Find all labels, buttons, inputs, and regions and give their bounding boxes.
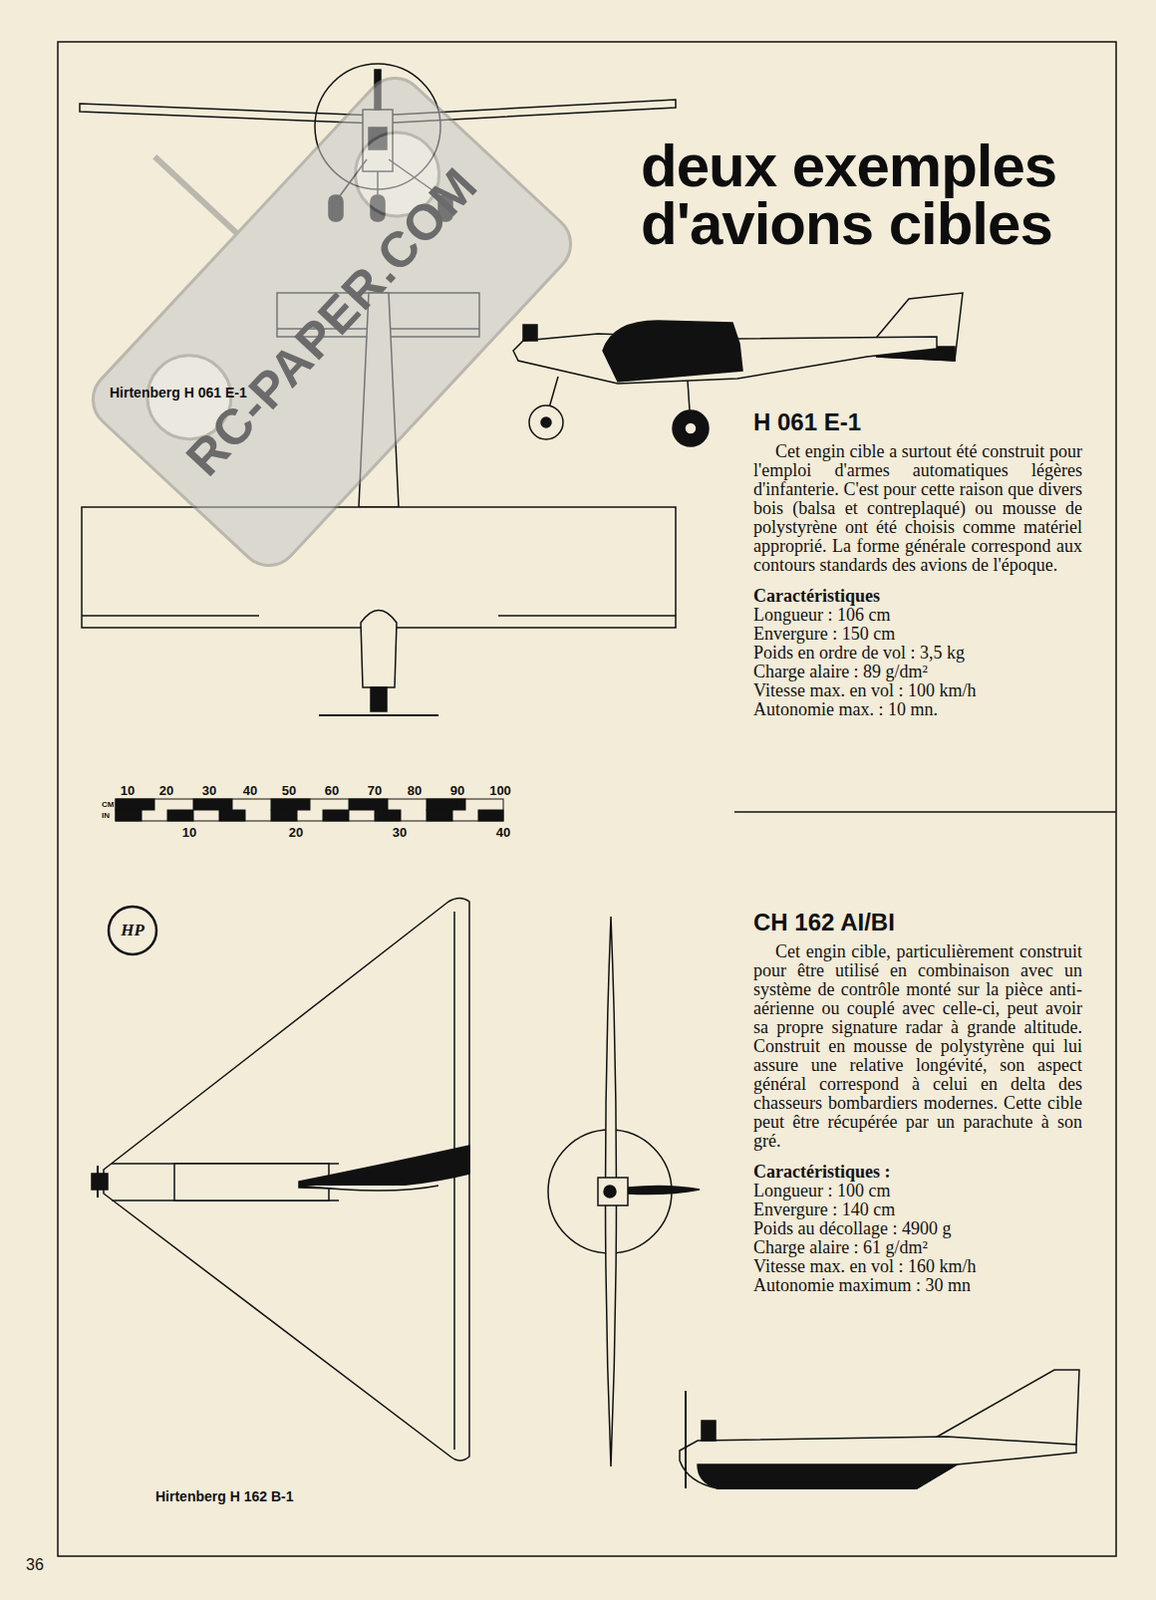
- scale-number: 80: [407, 783, 422, 799]
- spec-line: Autonomie max. : 10 mn.: [753, 700, 1083, 720]
- scale-number: 40: [496, 825, 511, 841]
- spec-line: Longueur : 106 cm: [753, 605, 1083, 625]
- scale-number: 30: [202, 783, 217, 799]
- watermark-stamp: [0, 0, 583, 578]
- spec-line: Poids en ordre de vol : 3,5 kg: [753, 643, 1083, 663]
- text-column: CH 162 AI/BI Cet engin cible, particulièr…: [753, 908, 1083, 1296]
- spec-line: Poids au décollage : 4900 g: [753, 1219, 1083, 1239]
- text-column: H 061 E-1Cet engin cible a surtout été c…: [753, 408, 1083, 720]
- section-heading: CH 162 AI/BI: [753, 908, 1083, 937]
- delta-top-view: [91, 898, 470, 1462]
- scale-number: 40: [243, 783, 258, 799]
- scale-number: 20: [159, 783, 174, 799]
- scale-number: 10: [182, 825, 197, 841]
- scale-number: 50: [282, 783, 296, 799]
- divider: [734, 811, 1117, 813]
- spec-line: Envergure : 140 cm: [753, 1200, 1083, 1220]
- scale-number: 100: [489, 783, 512, 799]
- spec-line: Autonomie maximum : 30 mn: [753, 1276, 1083, 1296]
- page-number: 36: [25, 1556, 44, 1575]
- delta-front-view: [548, 916, 700, 1467]
- spec-line: Charge alaire : 89 g/dm²: [753, 662, 1083, 682]
- spec-line: Envergure : 150 cm: [753, 624, 1083, 644]
- spec-heading: Caractéristiques: [753, 586, 1083, 606]
- unit-label: IN: [101, 811, 110, 821]
- scale-bar: [115, 799, 504, 822]
- scale-number: 10: [120, 783, 135, 799]
- body-text: Cet engin cible, particulièrement constr…: [753, 942, 1083, 1152]
- spec-line: Longueur : 100 cm: [753, 1181, 1083, 1201]
- spec-line: Vitesse max. en vol : 100 km/h: [753, 681, 1083, 701]
- logo-mark: HP: [120, 920, 145, 941]
- scale-number: 60: [324, 783, 339, 799]
- scale-number: 70: [367, 783, 382, 799]
- body-text: Cet engin cible a surtout été construit …: [753, 442, 1083, 576]
- spec-heading: Caractéristiques :: [753, 1162, 1083, 1182]
- unit-label: CM: [101, 800, 114, 810]
- scale-number: 30: [392, 825, 407, 841]
- page-title: deux exemples d'avions cibles: [640, 137, 1110, 254]
- scale-number: 90: [450, 783, 465, 799]
- logo-ring: [108, 906, 157, 955]
- side-view: [513, 292, 963, 447]
- figure-label: Hirtenberg H 162 B-1: [155, 1488, 293, 1505]
- page-frame: [57, 41, 1117, 1557]
- section-heading: H 061 E-1: [753, 408, 1083, 437]
- spec-line: Vitesse max. en vol : 160 km/h: [753, 1257, 1083, 1277]
- scale-number: 20: [289, 825, 303, 841]
- delta-side-view: [679, 1370, 1080, 1489]
- spec-line: Charge alaire : 61 g/dm²: [753, 1238, 1083, 1258]
